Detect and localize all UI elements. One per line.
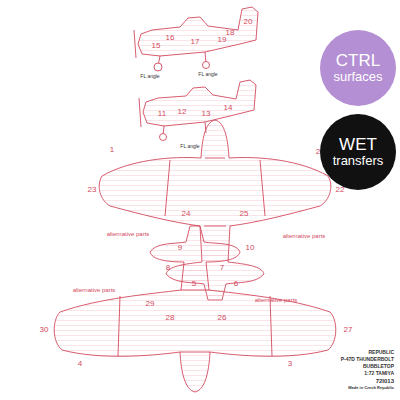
- callout-number: 13: [202, 110, 211, 118]
- badge-circle: WETtransfers: [320, 114, 396, 190]
- upper-planform: [99, 120, 331, 300]
- badge-text: CTRL: [336, 52, 380, 71]
- callout-number: 4: [78, 360, 82, 368]
- callout-number: 24: [182, 210, 191, 218]
- callout-number: 17: [191, 38, 200, 46]
- side-view: [138, 7, 258, 56]
- note-text: REPUBLIC: [368, 350, 394, 355]
- panel-line: [165, 158, 265, 226]
- callout-number: 9: [178, 244, 182, 252]
- note-text: 1:72 TAMIYA: [364, 371, 394, 376]
- note-text: alternative parts: [73, 287, 116, 293]
- note-text: P-47D THUNDERBOLT: [341, 357, 394, 362]
- badge-text: surfaces: [333, 70, 382, 84]
- propeller: [139, 98, 141, 127]
- callout-number: 15: [152, 42, 161, 50]
- callout-number: 19: [218, 36, 227, 44]
- wheel: [160, 134, 167, 141]
- callout-number: 7: [220, 264, 224, 272]
- note-text: Made in Czech Republic: [348, 386, 394, 390]
- wheel: [203, 62, 210, 69]
- note-text: BUBBLETOP: [363, 364, 394, 369]
- landing-gear: [163, 122, 206, 136]
- propeller: [134, 30, 136, 58]
- callout-number: 28: [166, 314, 175, 322]
- wheel: [154, 63, 162, 71]
- callout-number: 23: [88, 186, 97, 194]
- note-text: FL angle: [198, 72, 217, 77]
- callout-number: 30: [40, 326, 49, 334]
- note-text: FL angle: [140, 74, 159, 79]
- note-text: alternative parts: [107, 231, 150, 237]
- callout-number: 6: [234, 280, 238, 288]
- callout-number: 27: [344, 326, 353, 334]
- callout-number: 8: [166, 264, 170, 272]
- callout-number: 11: [158, 110, 166, 118]
- callout-number: 10: [246, 244, 255, 252]
- badge-text: transfers: [333, 154, 384, 168]
- callout-number: 25: [240, 210, 249, 218]
- callout-number: 14: [224, 104, 233, 112]
- landing-gear: [158, 52, 206, 66]
- callout-number: 16: [166, 34, 175, 42]
- badge-text: WET: [339, 136, 377, 155]
- callout-number: 12: [178, 108, 187, 116]
- lower-planform: [54, 226, 336, 392]
- side-view: [143, 80, 256, 126]
- badge-circle: CTRLsurfaces: [320, 30, 396, 106]
- note-text: 72I013: [376, 378, 394, 384]
- note-text: alternative parts: [283, 233, 326, 239]
- callout-number: 29: [146, 300, 155, 308]
- callout-number: 20: [244, 18, 253, 26]
- callout-number: 1: [110, 146, 114, 154]
- callout-number: 3: [288, 360, 292, 368]
- callout-number: 26: [218, 314, 227, 322]
- note-text: FL angle: [180, 144, 199, 149]
- callout-number: 5: [192, 280, 196, 288]
- callout-number: 18: [226, 29, 235, 37]
- panel-line: [118, 290, 272, 356]
- note-text: alternative parts: [255, 297, 298, 303]
